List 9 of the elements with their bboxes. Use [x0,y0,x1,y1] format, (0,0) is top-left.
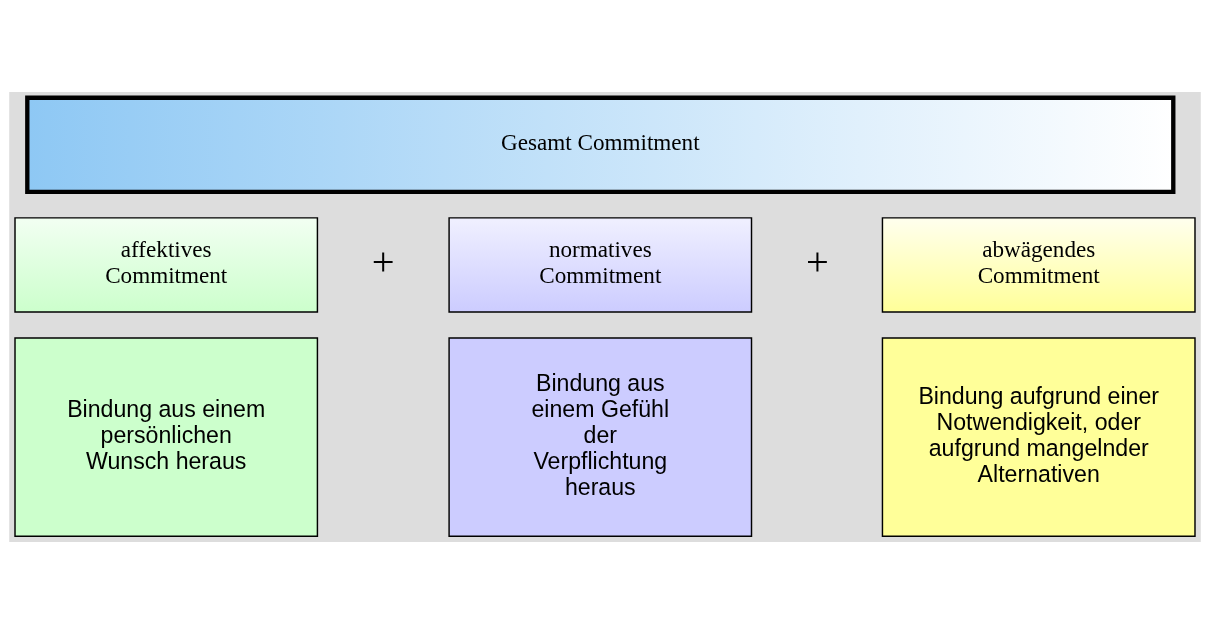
label: + [805,238,829,284]
node-box: Bindung aufgrund einer Notwendigkeit, oder aufgrund mangelnder Alternativen [881,337,1196,537]
node-box: Gesamt Commitment [25,95,1176,194]
node-box: normatives Commitment [448,217,753,313]
node-box: Bindung aus einem persönlichen Wunsch heraus [14,337,319,537]
node-box: affektives Commitment [14,217,319,313]
node-box: abwägendes Commitment [881,217,1196,313]
label: + [371,238,395,284]
node-box: Bindung aus einem Gefühl der Verpflichtung heraus [448,337,753,537]
